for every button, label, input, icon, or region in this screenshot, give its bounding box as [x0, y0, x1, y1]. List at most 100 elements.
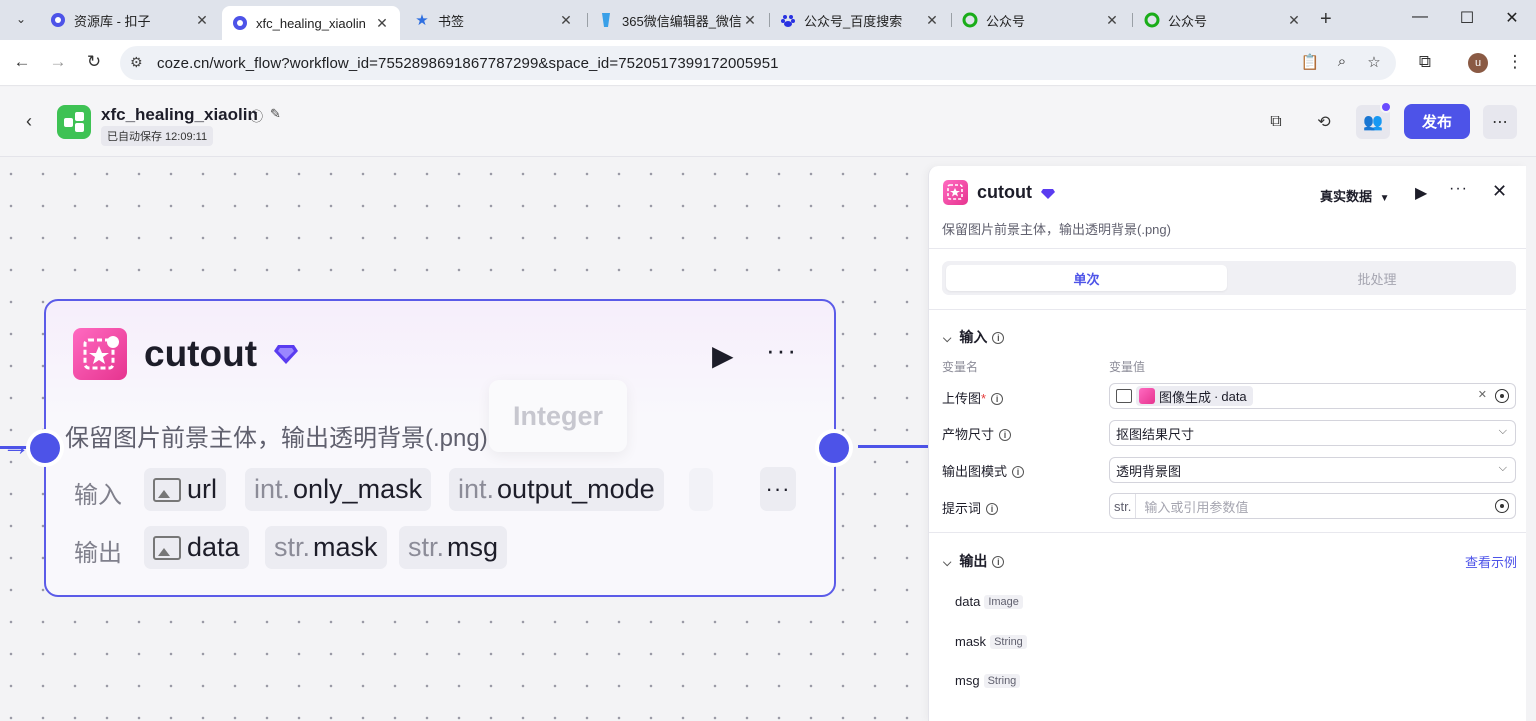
node-output-data[interactable]: data	[144, 526, 249, 569]
clipboard-icon[interactable]: 📋	[1300, 54, 1320, 71]
run-node-icon[interactable]: ▶	[712, 340, 734, 371]
back-chevron-icon[interactable]: ‹	[26, 111, 32, 131]
chevron-down-icon: ⌵	[1498, 462, 1507, 474]
workflow-header: ‹ xfc_healing_xiaolin ⓘ ✎ 已自动保存 12:09:11…	[0, 87, 1536, 157]
param-name: only_mask	[293, 474, 423, 504]
bookmark-star-icon[interactable]: ☆	[1367, 54, 1381, 71]
close-tab-icon[interactable]: ✕	[926, 11, 938, 28]
browser-tab-resource[interactable]: 资源库 - 扣子 ✕	[40, 6, 220, 34]
node-output-mask[interactable]: str. mask	[265, 526, 387, 569]
node-input-url[interactable]: url	[144, 468, 227, 511]
tab-title: 资源库 - 扣子	[74, 13, 151, 29]
tab-search-chevron-icon[interactable]: ⌄	[15, 12, 27, 26]
browser-tab-baidu[interactable]: 公众号_百度搜索 ✕	[770, 6, 950, 34]
more-options-icon[interactable]: ⋯	[1483, 105, 1517, 139]
reference-variable-icon[interactable]	[1495, 389, 1509, 403]
tab-title: 公众号	[986, 13, 1026, 29]
node-output-msg[interactable]: str. msg	[399, 526, 508, 569]
close-tab-icon[interactable]: ✕	[1288, 11, 1300, 28]
close-window-icon[interactable]: ✕	[1505, 10, 1519, 27]
maximize-icon[interactable]: ☐	[1459, 10, 1475, 27]
clear-icon[interactable]: ✕	[1477, 389, 1487, 401]
publish-button[interactable]: 发布	[1404, 104, 1470, 139]
cutout-node[interactable]: cutout ▶ ··· 保留图片前景主体，输出透明背景(.png) 输入 ur…	[44, 299, 836, 597]
panel-more-icon[interactable]: ···	[1449, 180, 1468, 197]
browser-tab-editor[interactable]: 365微信编辑器_微信 ✕	[588, 6, 768, 34]
info-icon[interactable]: i	[999, 429, 1012, 441]
reference-variable-icon[interactable]	[1495, 499, 1509, 513]
close-tab-icon[interactable]: ✕	[560, 11, 572, 28]
users-icon: 👥	[1363, 114, 1383, 131]
expand-inputs-icon[interactable]: ···	[760, 467, 796, 511]
browser-tab-workflow[interactable]: xfc_healing_xiaolin ✕	[222, 6, 400, 40]
output-mode-select[interactable]: 透明背景图 ⌵	[1109, 457, 1516, 483]
chevron-down-icon: ⌵	[943, 333, 952, 345]
param-type: int.	[254, 474, 291, 504]
caret-down-icon: ▼	[1379, 193, 1390, 204]
output-size-select[interactable]: 抠图结果尺寸 ⌵	[1109, 420, 1516, 446]
view-example-link[interactable]: 查看示例	[1465, 555, 1518, 570]
divider	[929, 532, 1527, 533]
ref-dot: ·	[1214, 388, 1219, 404]
autosave-status: 已自动保存 12:09:11	[101, 126, 214, 146]
address-bar[interactable]: ⚙ coze.cn/work_flow?workflow_id=75528986…	[120, 46, 1396, 80]
forward-arrow-icon[interactable]: →	[49, 52, 67, 71]
field-label-upload: 上传图*i	[942, 388, 1004, 407]
edit-icon[interactable]: ✎	[270, 106, 281, 121]
incoming-arrow-icon: →	[2, 430, 30, 461]
browser-menu-icon[interactable]: ⋮	[1506, 52, 1524, 71]
browser-tab-wechat-2[interactable]: 公众号 ✕	[1134, 6, 1312, 34]
node-input-overflow	[689, 468, 713, 511]
param-type: int.	[458, 474, 495, 504]
info-icon[interactable]: i	[992, 332, 1005, 344]
param-name: mask	[313, 532, 378, 562]
info-icon[interactable]: i	[1012, 466, 1025, 478]
node-output-port[interactable]	[815, 429, 853, 467]
node-input-only-mask[interactable]: int. only_mask	[245, 468, 432, 511]
close-panel-icon[interactable]: ✕	[1492, 181, 1508, 201]
minimize-icon[interactable]: —	[1412, 8, 1428, 25]
tab-batch[interactable]: 批处理	[1357, 271, 1397, 287]
divider	[929, 309, 1527, 310]
tab-single[interactable]: 单次	[946, 265, 1227, 291]
back-arrow-icon[interactable]: ←	[13, 52, 31, 71]
close-tab-icon[interactable]: ✕	[744, 11, 756, 28]
info-icon[interactable]: i	[986, 503, 999, 515]
wechat-icon	[962, 12, 978, 28]
zoom-icon[interactable]: ⌕	[1337, 53, 1347, 70]
close-tab-icon[interactable]: ✕	[196, 11, 208, 28]
image-gen-icon	[1139, 388, 1155, 404]
node-input-output-mode[interactable]: int. output_mode	[449, 468, 664, 511]
site-info-icon[interactable]: ⚙	[130, 54, 143, 70]
profile-avatar[interactable]: u	[1468, 53, 1488, 73]
variable-reference-tag[interactable]: 图像生成 · data	[1136, 386, 1253, 406]
browser-tab-wechat-1[interactable]: 公众号 ✕	[952, 6, 1130, 34]
reload-icon[interactable]: ↻	[86, 52, 102, 71]
url-text[interactable]: coze.cn/work_flow?workflow_id=7552898691…	[157, 55, 779, 72]
prompt-input[interactable]: str. 输入或引用参数值	[1109, 493, 1516, 519]
image-icon	[153, 477, 181, 502]
panel-gutter	[1526, 166, 1536, 721]
close-tab-icon[interactable]: ✕	[376, 14, 388, 31]
info-icon[interactable]: i	[991, 393, 1004, 405]
info-icon[interactable]: i	[992, 556, 1005, 568]
browser-tab-bookmarks[interactable]: ★ 书签 ✕	[404, 6, 584, 34]
tab-separator	[769, 13, 770, 27]
info-icon[interactable]: ⓘ	[250, 109, 264, 124]
field-label-text: 产物尺寸	[942, 427, 995, 442]
data-mode-select[interactable]: 真实数据 ▼	[1320, 186, 1390, 205]
collaborators-button[interactable]: 👥	[1356, 101, 1392, 139]
node-input-port[interactable]	[26, 429, 64, 467]
node-config-panel: cutout 真实数据 ▼ ▶ ··· ✕ 保留图片前景主体，输出透明背景(.p…	[928, 166, 1527, 721]
history-icon[interactable]: ⟲	[1317, 114, 1331, 131]
new-tab-icon[interactable]: +	[1320, 8, 1332, 30]
close-tab-icon[interactable]: ✕	[1106, 11, 1118, 28]
node-more-icon[interactable]: ···	[766, 335, 798, 365]
extensions-icon[interactable]: ⧉	[1418, 52, 1432, 71]
copy-icon[interactable]: ⧉	[1270, 113, 1282, 130]
panel-title: cutout	[977, 182, 1032, 202]
run-icon[interactable]: ▶	[1415, 185, 1428, 202]
upload-image-field[interactable]: 图像生成 · data ✕	[1109, 383, 1516, 409]
